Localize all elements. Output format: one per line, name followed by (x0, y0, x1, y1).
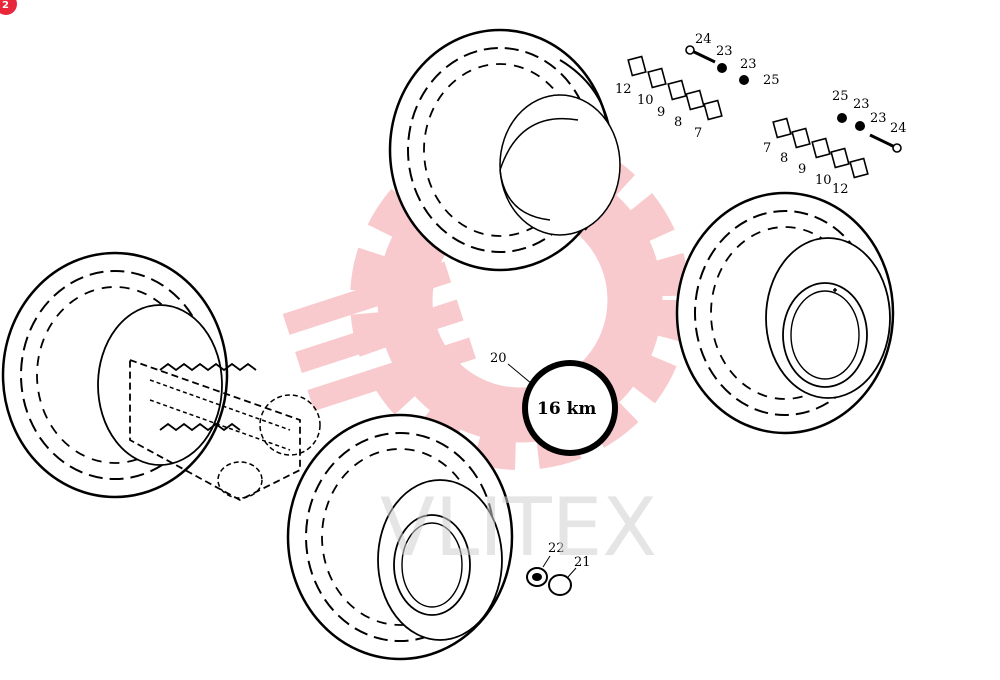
watermark-text: VLITEX (380, 481, 657, 574)
callout-23-lower-b: 23 (870, 111, 887, 126)
callout-20: 20 (490, 351, 507, 366)
callout-8-upper: 8 (674, 115, 682, 130)
nut-22 (526, 555, 551, 587)
callout-24-lower: 24 (890, 121, 907, 136)
tire-bottom-with-rim (286, 413, 514, 661)
bolt-assembly-lower (772, 113, 902, 179)
callout-25-lower: 25 (832, 89, 849, 104)
callout-12-upper: 12 (615, 82, 632, 97)
callout-10-upper: 10 (637, 93, 654, 108)
tire-right-with-rim (675, 191, 895, 435)
callout-12-lower: 12 (832, 182, 849, 197)
callout-8-lower: 8 (780, 151, 788, 166)
callout-21: 21 (574, 555, 591, 570)
bolt-assembly-upper (627, 45, 749, 121)
callout-7-upper: 7 (694, 126, 702, 141)
callout-labels: 24 23 23 25 12 10 9 8 7 25 23 23 24 7 8 … (548, 32, 907, 570)
ring-part-20: 20 16 km (490, 351, 618, 456)
tire-top (388, 28, 621, 272)
callout-9-lower: 9 (798, 162, 806, 177)
badge-number: 2 (2, 0, 9, 11)
tire-left (1, 251, 229, 499)
callout-22: 22 (548, 541, 565, 556)
cap-21 (548, 567, 577, 596)
callout-10-lower: 10 (815, 173, 832, 188)
callout-9-upper: 9 (657, 105, 665, 120)
callout-24-upper: 24 (695, 32, 712, 47)
callout-23-lower-a: 23 (853, 97, 870, 112)
axle-dashed (129, 358, 321, 502)
callout-23-upper-a: 23 (716, 44, 733, 59)
ring-label: 16 km (537, 399, 596, 419)
callout-7-lower: 7 (763, 141, 771, 156)
callout-25-upper: 25 (763, 73, 780, 88)
callout-23-upper-b: 23 (740, 57, 757, 72)
corner-badge: 2 (0, 0, 17, 15)
